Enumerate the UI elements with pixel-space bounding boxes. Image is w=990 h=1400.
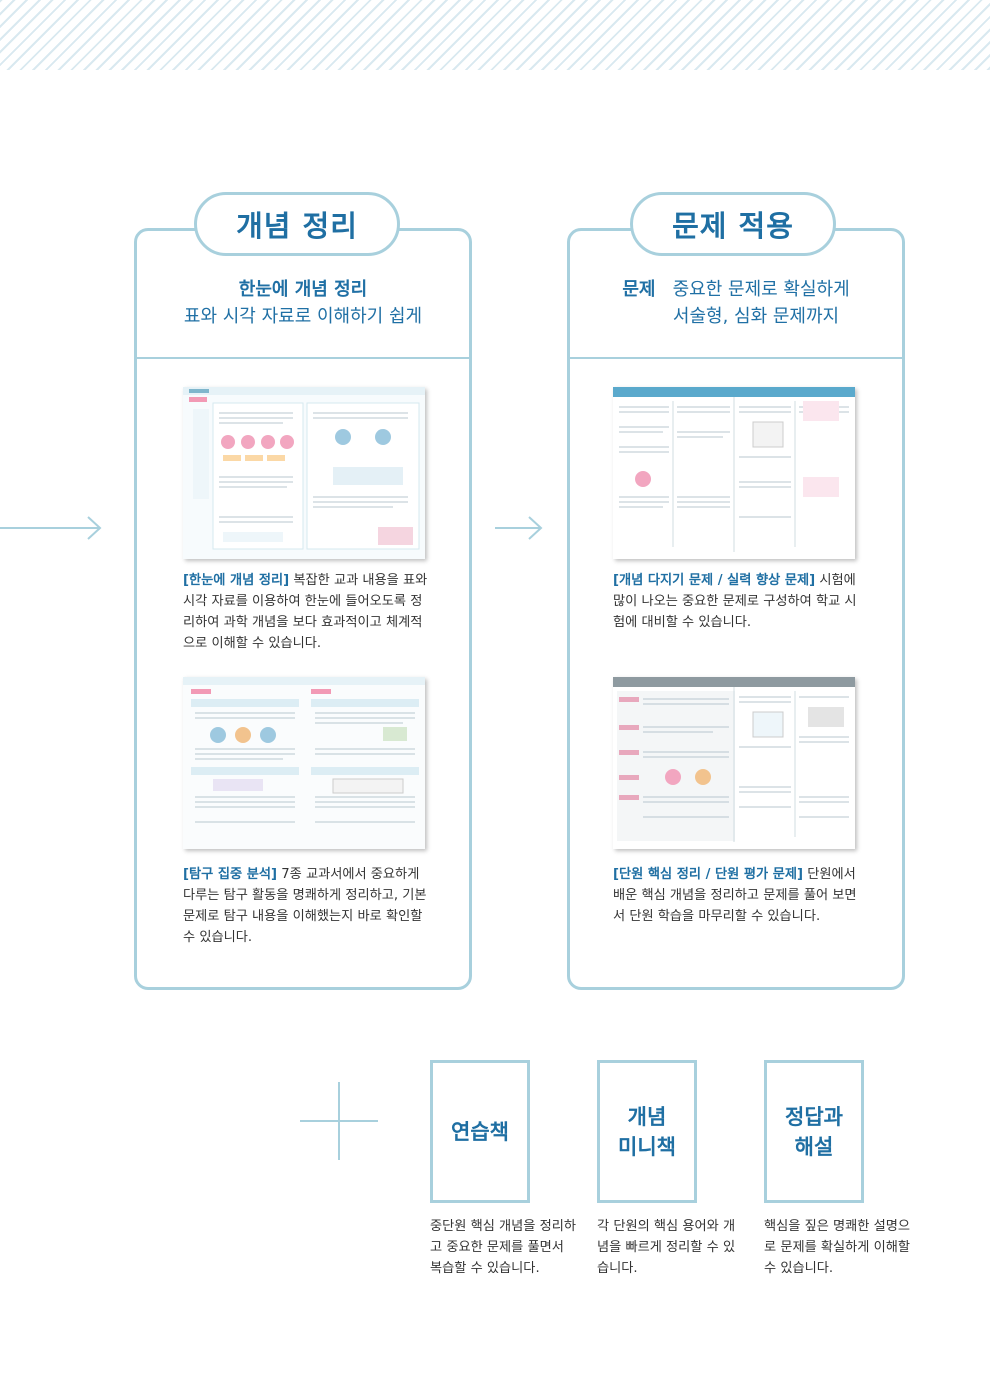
unit-review-tag: [단원 핵심 정리 / 단원 평가 문제] — [613, 867, 804, 882]
answer-book-description: 핵심을 짚은 명쾌한 설명으로 문제를 확실하게 이해할 수 있습니다. — [764, 1219, 911, 1276]
problem-heading-line1: 문제 중요한 문제로 확실하게 — [570, 276, 902, 303]
arrow-right-icon — [0, 516, 102, 540]
answer-book-title-line2: 해설 — [794, 1134, 834, 1159]
concept-heading-bold: 한눈에 개념 정리 — [238, 279, 368, 300]
plus-icon — [300, 1082, 378, 1160]
mini-book-title-line2: 미니책 — [618, 1134, 676, 1159]
inquiry-analysis-thumbnail — [183, 677, 425, 849]
answer-book-box: 정답과 해설 — [764, 1060, 864, 1203]
inquiry-analysis-text: 7종 교과서에서 중요하게 다루는 탐구 활동을 명쾌하게 정리하고, 기본 문… — [183, 867, 427, 945]
mini-book-description: 각 단원의 핵심 용어와 개념을 빠르게 정리할 수 있습니다. — [597, 1219, 736, 1276]
mini-book-title-line1: 개념 — [627, 1104, 667, 1129]
card-divider — [137, 357, 469, 359]
concept-problem-tag: [개념 다지기 문제 / 실력 향상 문제] — [613, 573, 816, 588]
concept-problem-text: 시험에 많이 나오는 중요한 문제로 구성하여 학교 시험에 대비할 수 있습니… — [613, 573, 857, 630]
concept-summary-tag: [한눈에 개념 정리] — [183, 573, 290, 588]
concept-heading-sub: 표와 시각 자료로 이해하기 쉽게 — [183, 306, 423, 327]
concept-heading: 한눈에 개념 정리 표와 시각 자료로 이해하기 쉽게 — [137, 276, 469, 330]
concept-summary-thumbnail — [183, 387, 425, 559]
problem-heading-lead: 문제 — [622, 279, 656, 300]
mini-book-title: 개념 미니책 — [618, 1102, 676, 1162]
workbook-title: 연습책 — [451, 1119, 509, 1144]
concept-summary-description: [한눈에 개념 정리] 복잡한 교과 내용을 표와 시각 자료를 이용하여 한눈… — [183, 570, 429, 654]
concept-problem-description: [개념 다지기 문제 / 실력 향상 문제] 시험에 많이 나오는 중요한 문제… — [613, 570, 859, 633]
concept-problem-thumbnail — [613, 387, 855, 559]
top-stripe-banner — [0, 0, 990, 70]
answer-book-title: 정답과 해설 — [785, 1102, 843, 1162]
mini-book-box: 개념 미니책 — [597, 1060, 697, 1203]
problem-heading: 문제 중요한 문제로 확실하게 서술형, 심화 문제까지 — [570, 276, 902, 330]
problem-heading-text1: 중요한 문제로 확실하게 — [672, 279, 850, 300]
workbook-description: 중단원 핵심 개념을 정리하고 중요한 문제를 풀면서 복습할 수 있습니다. — [430, 1219, 577, 1276]
unit-review-description: [단원 핵심 정리 / 단원 평가 문제] 단원에서 배운 핵심 개념을 정리하… — [613, 864, 859, 927]
concept-card-title: 개념 정리 — [194, 192, 400, 256]
workbook-box: 연습책 — [430, 1060, 530, 1203]
inquiry-analysis-description: [탐구 집중 분석] 7종 교과서에서 중요하게 다루는 탐구 활동을 명쾌하게… — [183, 864, 429, 948]
problem-heading-line2: 서술형, 심화 문제까지 — [672, 306, 840, 327]
unit-review-thumbnail — [613, 677, 855, 849]
answer-book-title-line1: 정답과 — [785, 1104, 843, 1129]
arrow-right-icon — [495, 516, 543, 540]
concept-summary-text: 복잡한 교과 내용을 표와 시각 자료를 이용하여 한눈에 들어오도록 정리하여… — [183, 573, 428, 651]
problem-card — [567, 228, 905, 990]
inquiry-analysis-tag: [탐구 집중 분석] — [183, 867, 278, 882]
unit-review-text: 단원에서 배운 핵심 개념을 정리하고 문제를 풀어 보면서 단원 학습을 마무… — [613, 867, 857, 924]
card-divider — [570, 357, 902, 359]
problem-card-title: 문제 적용 — [630, 192, 836, 256]
